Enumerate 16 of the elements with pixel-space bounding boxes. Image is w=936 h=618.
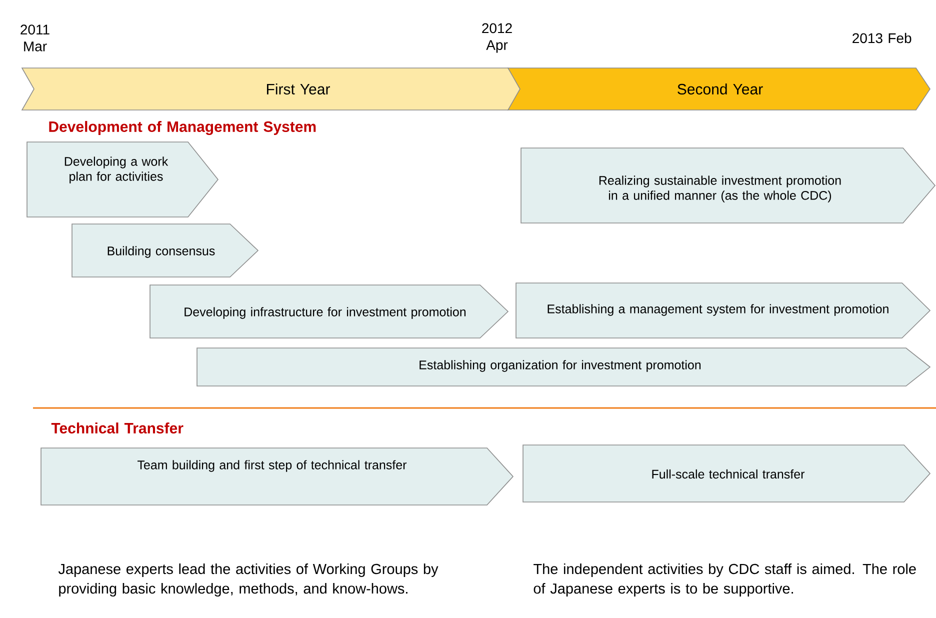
date-label: 2012 Apr: [482, 23, 512, 53]
timeline-banner: Second Year: [507, 68, 930, 110]
note-text: Japanese experts lead the activities of Working Groups by providing basic knowledge, methods, and know-hows.: [58, 563, 438, 597]
date-label: 2011 Mar: [20, 24, 50, 52]
date-label: 2013 Feb: [852, 32, 912, 44]
activity-arrow-box: Establishing a management system for investment promotion: [516, 282, 931, 338]
activity-arrow-box: Full-scale technical transfer: [522, 444, 931, 502]
timeline-banner: First Year: [21, 68, 522, 110]
section-heading: Development of Management System: [49, 120, 316, 136]
section-heading: Technical Transfer: [51, 422, 184, 434]
activity-arrow-box: Building consensus: [72, 224, 259, 278]
activity-arrow-box: Developing infrastructure for investment promotion: [150, 284, 509, 338]
activity-arrow-box: Developing a work plan for activities: [26, 142, 219, 218]
note-text: The independent activities by CDC staff is aimed. The role of Japanese experts is to be supportive.: [534, 563, 916, 597]
activity-arrow-box: Realizing sustainable investment promotion in a unified manner (as the whole CDC): [520, 148, 936, 224]
activity-arrow-box: Establishing organization for investment promotion: [196, 348, 931, 386]
